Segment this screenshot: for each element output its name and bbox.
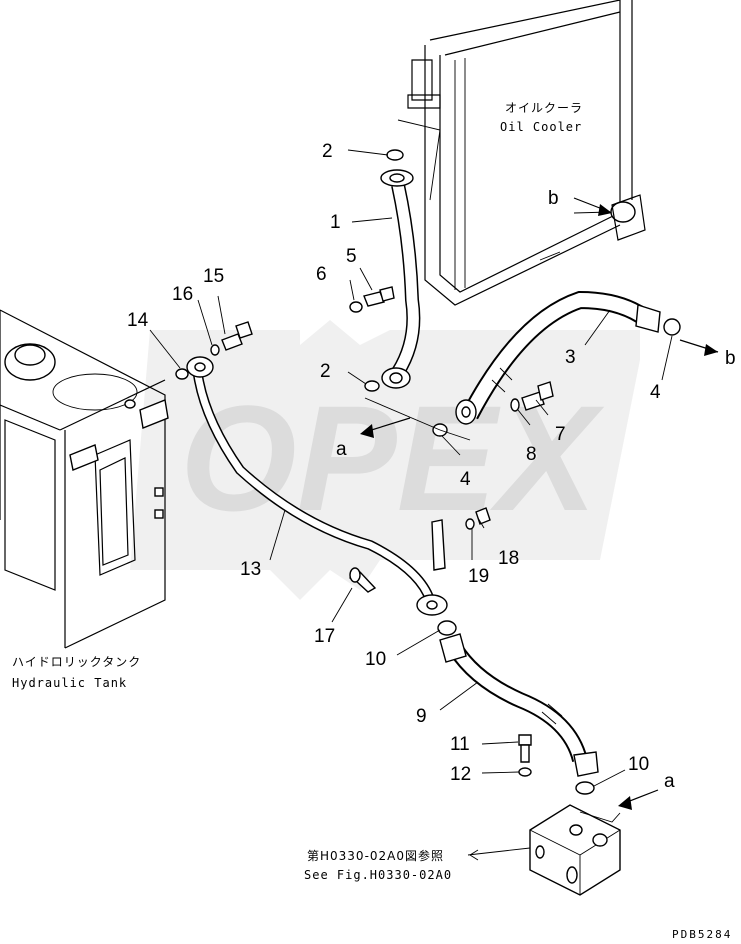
bolt-5-washer-6 (349, 286, 395, 313)
callout-19: 19 (468, 566, 489, 587)
drawing-number: PDB5284 (672, 928, 732, 941)
ref-b: b (548, 188, 559, 209)
callout-3: 3 (565, 347, 576, 368)
callout-11: 11 (450, 734, 470, 755)
leader-lines (149, 119, 673, 861)
o-ring-10b (575, 781, 595, 795)
callout-17: 17 (314, 626, 335, 647)
bolt-15-washer-16 (210, 321, 253, 356)
ref-b: b (725, 348, 736, 369)
tank-label-en: Hydraulic Tank (12, 676, 127, 690)
callout-6: 6 (316, 264, 327, 285)
bracket-18-19 (431, 507, 491, 571)
hose-1 (380, 169, 421, 389)
callout-10: 10 (628, 754, 649, 775)
callout-4: 4 (650, 382, 661, 403)
ref-a: a (336, 439, 347, 460)
callout-18: 18 (498, 548, 519, 569)
callout-14: 14 (127, 310, 149, 331)
callout-1: 1 (330, 212, 341, 233)
bolt-7-washer-8 (510, 381, 554, 412)
callout-15: 15 (203, 266, 224, 287)
callout-9: 9 (416, 706, 427, 727)
o-ring-2b (364, 380, 380, 392)
callout-12: 12 (450, 764, 471, 785)
reference-arrows (360, 197, 719, 810)
callout-7: 7 (555, 424, 566, 445)
see-fig-label-en: See Fig.H0330-02A0 (304, 868, 452, 882)
bolt-11-washer-12 (518, 734, 532, 777)
callout-2: 2 (322, 141, 333, 162)
callout-8: 8 (526, 444, 537, 465)
o-ring-10a (437, 620, 457, 636)
callout-13: 13 (240, 559, 261, 580)
callout-10: 10 (365, 649, 386, 670)
clamp-17 (349, 567, 377, 593)
callout-16: 16 (172, 284, 193, 305)
ref-a: a (664, 771, 675, 792)
oil-cooler: オイルクーラ Oil Cooler (407, 0, 646, 306)
valve-block (529, 804, 621, 896)
callout-numbers: 2 1 5 6 2 3 4 4 7 8 15 16 14 13 17 10 9 … (127, 141, 736, 792)
o-ring-4b (663, 318, 681, 336)
hydraulic-tank: ハイドロリックタンク Hydraulic Tank (0, 309, 169, 690)
hose-9 (439, 633, 599, 777)
callout-4: 4 (460, 469, 471, 490)
hose-3 (455, 290, 661, 425)
watermark: OPEX (130, 320, 640, 600)
oil-cooler-label-jp: オイルクーラ (505, 101, 583, 115)
see-fig-label-jp: 第H0330-02A0図参照 (307, 848, 444, 863)
tube-13 (175, 356, 448, 616)
oil-cooler-label-en: Oil Cooler (500, 120, 582, 134)
o-ring-2a (386, 149, 404, 161)
tank-label-jp: ハイドロリックタンク (12, 655, 141, 669)
callout-5: 5 (346, 246, 357, 267)
callout-2: 2 (320, 361, 331, 382)
